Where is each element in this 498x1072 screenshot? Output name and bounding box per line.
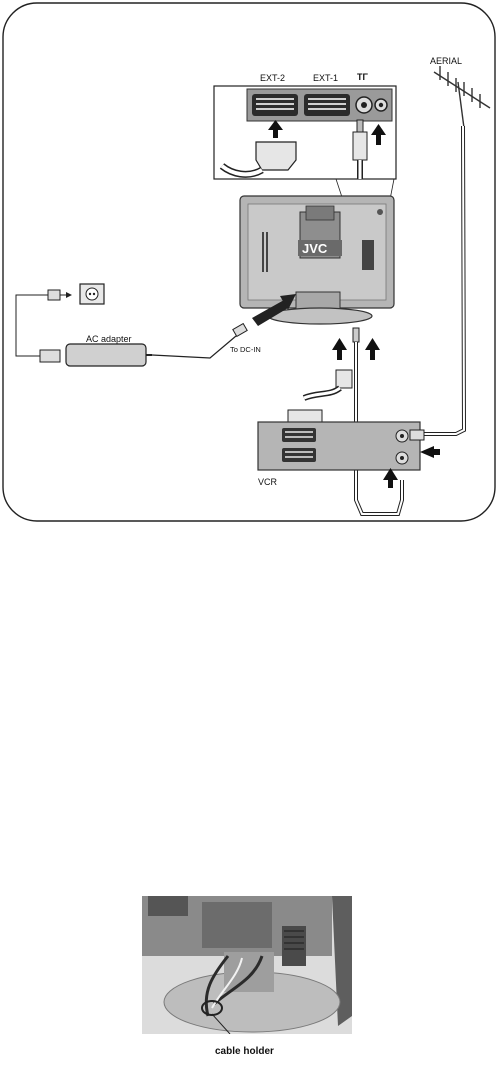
tv-set — [239, 195, 395, 325]
aerial-antenna — [414, 66, 491, 436]
antenna-symbol-label: ΤΓ — [357, 72, 368, 82]
cable-holder-photo — [142, 896, 352, 1034]
vcr-arrows — [383, 446, 440, 488]
wall-socket — [79, 283, 105, 305]
cable-holder-caption: cable holder — [215, 1046, 274, 1057]
scart-plug — [219, 141, 297, 178]
vcr-to-tv-arrows — [332, 338, 380, 360]
ac-adapter-unit — [39, 343, 152, 367]
connector-panel-inset — [213, 85, 397, 180]
dc-in-label: To DC-IN — [230, 345, 261, 354]
ac-adapter-label: AC adapter — [86, 334, 132, 344]
connection-diagram: EXT-2 EXT-1 ΤΓ AERIAL JVC AC adapter To … — [0, 0, 498, 527]
vcr-label: VCR — [258, 477, 278, 487]
aerial-label: AERIAL — [430, 56, 463, 66]
dc-plug — [232, 294, 296, 338]
inset-arrows — [268, 120, 386, 145]
connection-diagram-drawing — [2, 2, 496, 522]
brand-logo: JVC — [302, 241, 328, 256]
antenna-plug — [352, 119, 368, 179]
vcr-unit — [257, 421, 421, 471]
vcr-antenna-cable — [352, 327, 404, 516]
cable-holder-illustration — [142, 896, 352, 1034]
ext2-scart-socket — [252, 94, 298, 116]
ext2-label: EXT-2 — [260, 73, 286, 83]
antenna-socket — [355, 96, 388, 114]
ext1-scart-socket — [304, 94, 350, 116]
ext1-label: EXT-1 — [313, 73, 339, 83]
